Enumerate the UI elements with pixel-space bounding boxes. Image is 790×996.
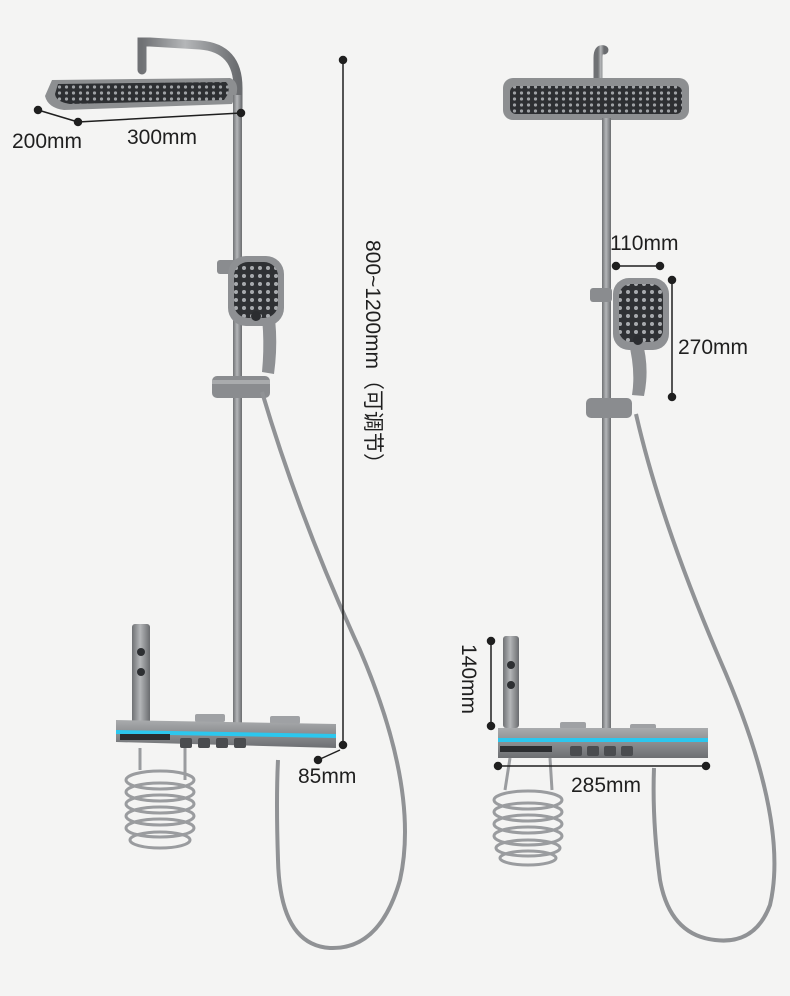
left-shelf (116, 714, 336, 748)
left-shower (45, 37, 407, 951)
left-hand-shower (228, 256, 284, 374)
shelf-width-label: 285mm (571, 774, 642, 797)
left-rain-head (45, 78, 238, 110)
right-shower (492, 45, 777, 943)
head-width-label: 300mm (127, 126, 198, 149)
hand-shower-width-label: 110mm (610, 232, 679, 255)
left-dimension-lines (33, 55, 348, 765)
shelf-depth-label: 85mm (298, 765, 357, 788)
spout-height-label: 140mm (457, 644, 480, 715)
right-shelf (498, 722, 708, 758)
height-range-label: 800~1200mm（可调节） (361, 240, 384, 475)
head-depth-label: 200mm (12, 130, 83, 153)
hand-shower-height-label: 270mm (678, 336, 749, 359)
right-hand-shower (613, 278, 669, 396)
right-dimension-lines (486, 261, 711, 771)
right-rain-head (503, 78, 689, 120)
